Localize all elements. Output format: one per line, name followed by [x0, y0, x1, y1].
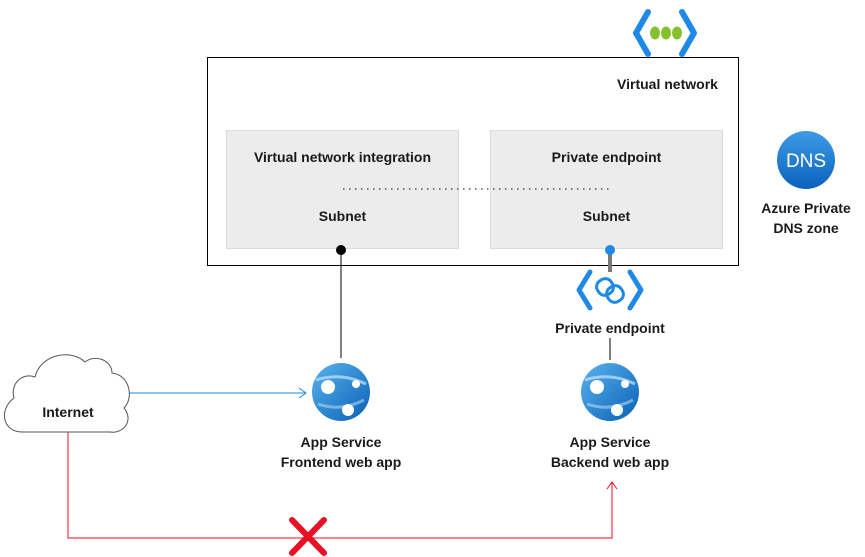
- endpoint-subnet-title: Private endpoint: [551, 149, 662, 165]
- dns-icon-text: DNS: [786, 151, 826, 172]
- frontend-app-label-line1: App Service: [300, 434, 382, 450]
- integration-subnet: [226, 130, 459, 249]
- frontend-app-service-icon: [312, 363, 370, 421]
- endpoint-subnet-label: Subnet: [582, 208, 631, 224]
- backend-app-label-line1: App Service: [569, 434, 651, 450]
- endpoint-connector-dot: [605, 245, 615, 255]
- internet-backend-arrow: [606, 481, 618, 490]
- internet-backend-blocked-link: [67, 432, 613, 539]
- integration-subnet-label: Subnet: [318, 208, 367, 224]
- virtual-network-label: Virtual network: [617, 76, 718, 92]
- virtual-network-icon: [633, 9, 697, 57]
- integration-subnet-title: Virtual network integration: [253, 149, 432, 165]
- cloud-icon: [3, 354, 130, 433]
- private-endpoint-label: Private endpoint: [555, 320, 665, 336]
- dns-zone-icon: DNS: [777, 131, 835, 189]
- internet-frontend-arrow: [298, 387, 307, 399]
- blocked-x-icon: [289, 517, 327, 556]
- dns-zone-label-line1: Azure Private: [761, 200, 851, 216]
- integration-connector-dot: [336, 245, 346, 255]
- backend-app-label-line2: Backend web app: [550, 454, 670, 470]
- dns-zone-label-line2: DNS zone: [773, 220, 839, 236]
- private-endpoint-icon: [576, 269, 644, 311]
- internet-label: Internet: [42, 404, 94, 420]
- frontend-app-label-line2: Frontend web app: [280, 454, 402, 470]
- backend-app-service-icon: [581, 363, 639, 421]
